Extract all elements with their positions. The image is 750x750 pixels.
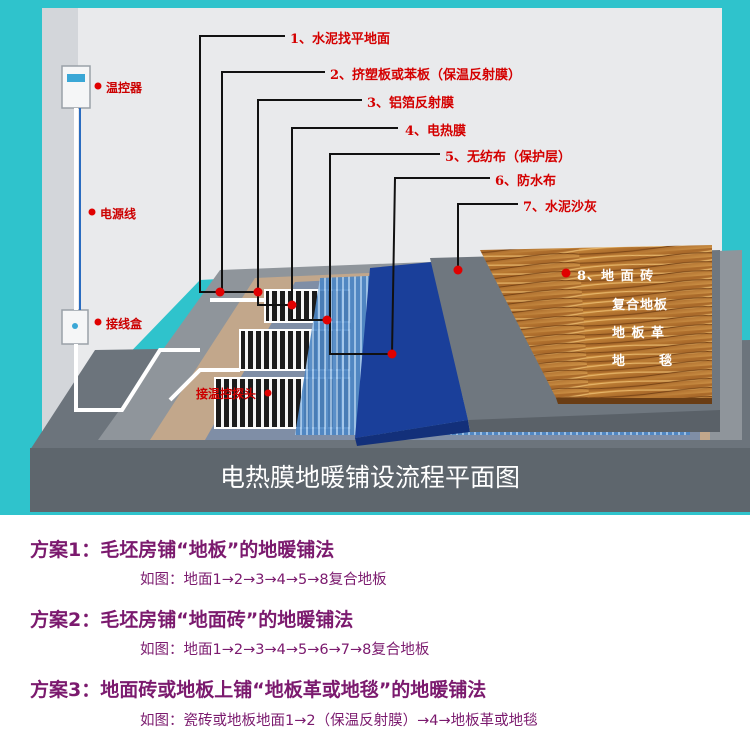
- power-cable-label: 电源线: [100, 205, 136, 222]
- junction-box-label: 接线盒: [106, 315, 142, 332]
- diagram-caption: 电热膜地暖铺设流程平面图: [150, 458, 590, 494]
- floor-option-2: 复合地板: [612, 294, 668, 313]
- plan-2-title: 方案2：毛坯房铺“地面砖”的地暖铺法: [30, 605, 353, 632]
- thermostat-label: 温控器: [106, 79, 142, 96]
- layer-label-4: 4、电热膜: [405, 120, 466, 139]
- plan-1-title: 方案1：毛坯房铺“地板”的地暖铺法: [30, 535, 334, 562]
- floor-option-4: 地 毯: [612, 350, 673, 369]
- floor-option-1: 8、地 面 砖: [577, 265, 654, 284]
- plan-2-detail: 如图：地面1→2→3→4→5→6→7→8复合地板: [140, 638, 429, 659]
- plan-3-title: 方案3：地面砖或地板上铺“地板革或地毯”的地暖铺法: [30, 675, 486, 702]
- plan-1-detail: 如图：地面1→2→3→4→5→8复合地板: [140, 568, 387, 589]
- layer-label-3: 3、铝箔反射膜: [367, 92, 454, 111]
- wood-floor-edge: [556, 398, 712, 404]
- temp-probe-label: 接温控探头: [196, 385, 256, 402]
- layer-label-2: 2、挤塑板或苯板（保温反射膜）: [330, 64, 521, 83]
- floor-heating-diagram: 1、水泥找平地面 2、挤塑板或苯板（保温反射膜） 3、铝箔反射膜 4、电热膜 5…: [0, 0, 750, 515]
- layer-label-1: 1、水泥找平地面: [290, 28, 390, 47]
- layer-label-7: 7、水泥沙灰: [523, 196, 597, 215]
- layer-label-6: 6、防水布: [495, 170, 556, 189]
- floor-option-3: 地 板 革: [612, 322, 665, 341]
- installation-plans: 方案1：毛坯房铺“地板”的地暖铺法 如图：地面1→2→3→4→5→8复合地板 方…: [0, 515, 750, 750]
- layer-label-5: 5、无纺布（保护层）: [445, 146, 571, 165]
- thermostat-box: [62, 66, 90, 108]
- plan-3-detail: 如图：瓷砖或地板地面1→2（保温反射膜）→4→地板革或地毯: [140, 709, 538, 730]
